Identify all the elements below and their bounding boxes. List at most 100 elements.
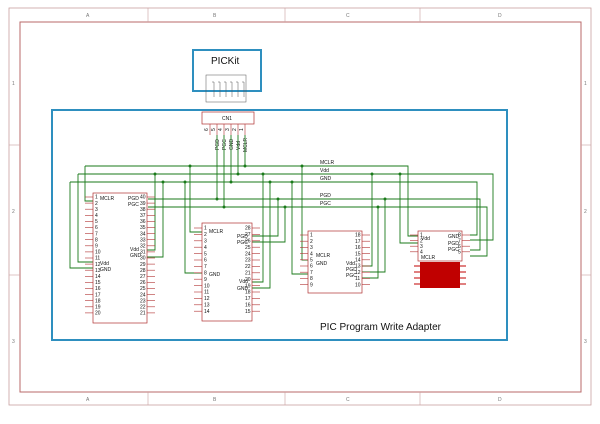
chip40-pin-number: 25 xyxy=(140,286,146,292)
chip18-pin-number: 9 xyxy=(310,282,313,288)
chip28-label-gnd: GND xyxy=(209,272,221,278)
chip40-pin-number: 35 xyxy=(140,225,146,231)
row-label-3-right: 3 xyxy=(584,339,587,345)
chip40-pin-number: 13 xyxy=(95,268,101,274)
cn1-signal-vdd: Vdd xyxy=(236,141,242,150)
chip40-pin-number: 26 xyxy=(140,280,146,286)
pickit-label: PICKit xyxy=(211,56,240,67)
diagram-title: PIC Program Write Adapter xyxy=(320,322,442,333)
chip8-pin-number: 5 xyxy=(458,250,461,256)
col-label-c-bottom: C xyxy=(346,397,350,403)
row-label-1: 1 xyxy=(12,81,15,87)
chip28-label-vdd: Vdd xyxy=(239,279,248,285)
cn1-pin-2: 2 xyxy=(232,128,238,131)
wiring xyxy=(69,135,494,289)
chip8-label-pgc: PGC xyxy=(448,247,459,253)
chip28-pin-number: 15 xyxy=(245,309,251,315)
chip18-pin-number: 14 xyxy=(355,258,361,264)
net-labels: MCLR Vdd GND PGD PGC xyxy=(320,160,335,207)
chip18-label-pgc: PGC xyxy=(346,273,357,279)
chip18-pin-number: 5 xyxy=(310,258,313,264)
chip40-pin-number: 1 xyxy=(95,195,98,201)
chip40-pin-number: 40 xyxy=(140,195,146,201)
net-label-pgd: PGD xyxy=(320,193,331,199)
chip40-pin-number: 21 xyxy=(140,311,146,317)
cn1-pin-1: 1 xyxy=(239,128,245,131)
chip40-body xyxy=(92,192,148,324)
chip8-pin-number: 3 xyxy=(420,244,423,250)
cn1-signal-pgc: PGC xyxy=(222,139,228,150)
chip8-label-pgd: PGD xyxy=(448,241,459,247)
chip40-pin-number: 16 xyxy=(95,286,101,292)
smd-footprint xyxy=(414,262,466,288)
chip40-label-vdd: Vdd xyxy=(100,261,109,267)
chip40-label-mclr: MCLR xyxy=(100,196,115,202)
chip18-pin-number: 7 xyxy=(310,270,313,276)
chip40-pin-number: 9 xyxy=(95,244,98,250)
chip40-label-gnd2: GND xyxy=(130,253,142,259)
adapter-frame xyxy=(51,109,508,341)
chip40-pin-number: 24 xyxy=(140,292,146,298)
chip8-pin-number: 8 xyxy=(458,233,461,239)
chip18-pin-number: 18 xyxy=(355,233,361,239)
chip28-label-pgd: PGD xyxy=(237,234,248,240)
chip40-pin-number: 36 xyxy=(140,219,146,225)
chip8-pin-number: 1 xyxy=(420,233,423,239)
chip28-pin-number: 6 xyxy=(204,258,207,264)
chip40-pin-number: 14 xyxy=(95,274,101,280)
chip28-pin-number: 26 xyxy=(245,239,251,245)
row-label-2: 2 xyxy=(12,209,15,215)
chip40-pin-number: 32 xyxy=(140,244,146,250)
col-label-b-bottom: B xyxy=(213,397,217,403)
chip18-label-pgd: PGD xyxy=(346,267,357,273)
chip28-label-mclr: MCLR xyxy=(209,229,224,235)
cn1-pin-6: 6 xyxy=(204,128,210,131)
chip40-pin-number: 23 xyxy=(140,298,146,304)
chip40-pin-number: 27 xyxy=(140,274,146,280)
chip40-pin-number: 10 xyxy=(95,250,101,256)
chip28-pin-number: 25 xyxy=(245,245,251,251)
chip28-pin-number: 20 xyxy=(245,277,251,283)
col-label-b: B xyxy=(213,13,217,19)
chip40-pin-number: 34 xyxy=(140,231,146,237)
chip28-pin-number: 17 xyxy=(245,296,251,302)
chip18-pin-number: 11 xyxy=(355,276,360,282)
chip28-pin-number: 22 xyxy=(245,264,251,270)
chip18-label-vdd: Vdd xyxy=(346,261,355,267)
col-label-a-bottom: A xyxy=(86,397,90,403)
chip40-pin-number: 31 xyxy=(140,250,146,256)
chip40-pin-number: 22 xyxy=(140,305,146,311)
connector-cn1: CN1 6 5 4 3 2 1 PGD PGC GND Vdd MCLR xyxy=(201,111,255,152)
chip40-pin-number: 11 xyxy=(95,256,100,262)
chip8-body xyxy=(417,230,463,262)
row-label-2-right: 2 xyxy=(584,209,587,215)
chip40-pin-number: 17 xyxy=(95,292,101,298)
chip28-pin-number: 16 xyxy=(245,303,251,309)
chip40-pin-number: 5 xyxy=(95,219,98,225)
chip28-pin-number: 7 xyxy=(204,264,207,270)
chip28-pin-number: 8 xyxy=(204,271,207,277)
chip40-pin-number: 39 xyxy=(140,201,146,207)
chip8-pin-number: 6 xyxy=(458,244,461,250)
net-label-gnd: GND xyxy=(320,176,332,182)
junctions xyxy=(153,164,402,209)
pickit-block: PICKit xyxy=(192,49,262,103)
chip40-pin-number: 4 xyxy=(95,213,98,219)
chip8-label-vdd: Vdd xyxy=(421,236,430,242)
chip18-label-mclr: MCLR xyxy=(316,253,331,259)
chip40-pin-number: 12 xyxy=(95,262,101,268)
chip28-pin-number: 27 xyxy=(245,232,251,238)
chip28-pin-number: 5 xyxy=(204,251,207,257)
sheet-border: A B C D A B C D 1 2 3 1 2 3 xyxy=(8,7,592,406)
chip8-pin-number: 4 xyxy=(420,250,423,256)
chip40-pin-number: 7 xyxy=(95,231,98,237)
cn1-signal-gnd: GND xyxy=(229,139,235,151)
chip18-pin-number: 17 xyxy=(355,239,361,245)
chip28-pin-number: 2 xyxy=(204,232,207,238)
chip28-label-gnd2: GND xyxy=(237,286,249,292)
chip18-pin-number: 10 xyxy=(355,282,361,288)
col-label-a: A xyxy=(86,13,90,19)
chip40-pin-number: 33 xyxy=(140,237,146,243)
chip28-pin-number: 19 xyxy=(245,283,251,289)
